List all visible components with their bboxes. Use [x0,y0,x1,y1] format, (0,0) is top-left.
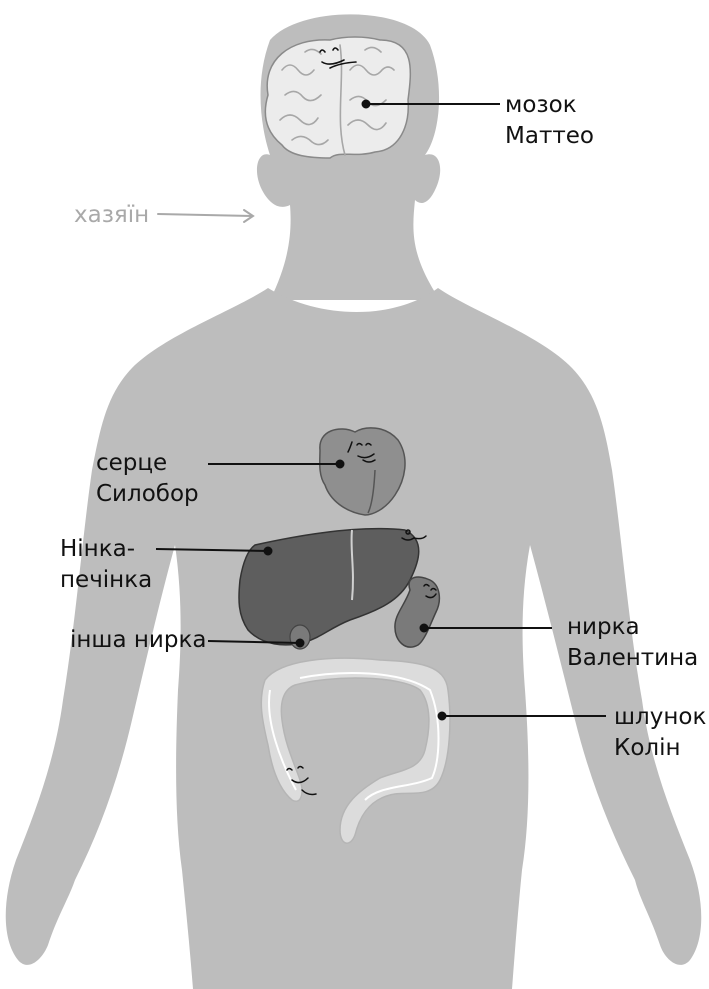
host-arrow [158,210,253,222]
intestine-label: шлунок Колін [614,702,706,764]
kidney-label: нирка Валентина [567,612,698,674]
host-label: хазяїн [74,200,149,231]
kidney-label-line2: Валентина [567,643,698,674]
heart-label-line1: серце [96,448,199,479]
brain-label: мозок Маттео [505,90,594,152]
brain-label-line2: Маттео [505,121,594,152]
intestine-label-line2: Колін [614,733,706,764]
liver-label: Нінка- печінка [60,534,152,596]
intestine-label-line1: шлунок [614,702,706,733]
heart-label-line2: Силобор [96,479,199,510]
other-kidney-label: інша нирка [70,625,206,656]
brain-label-line1: мозок [505,90,594,121]
host-label-line1: хазяїн [74,200,149,231]
brain-organ [265,37,410,158]
heart-label: серце Силобор [96,448,199,510]
other-kidney-label-line1: інша нирка [70,625,206,656]
liver-label-line1: Нінка- [60,534,152,565]
kidney-label-line1: нирка [567,612,698,643]
liver-label-line2: печінка [60,565,152,596]
